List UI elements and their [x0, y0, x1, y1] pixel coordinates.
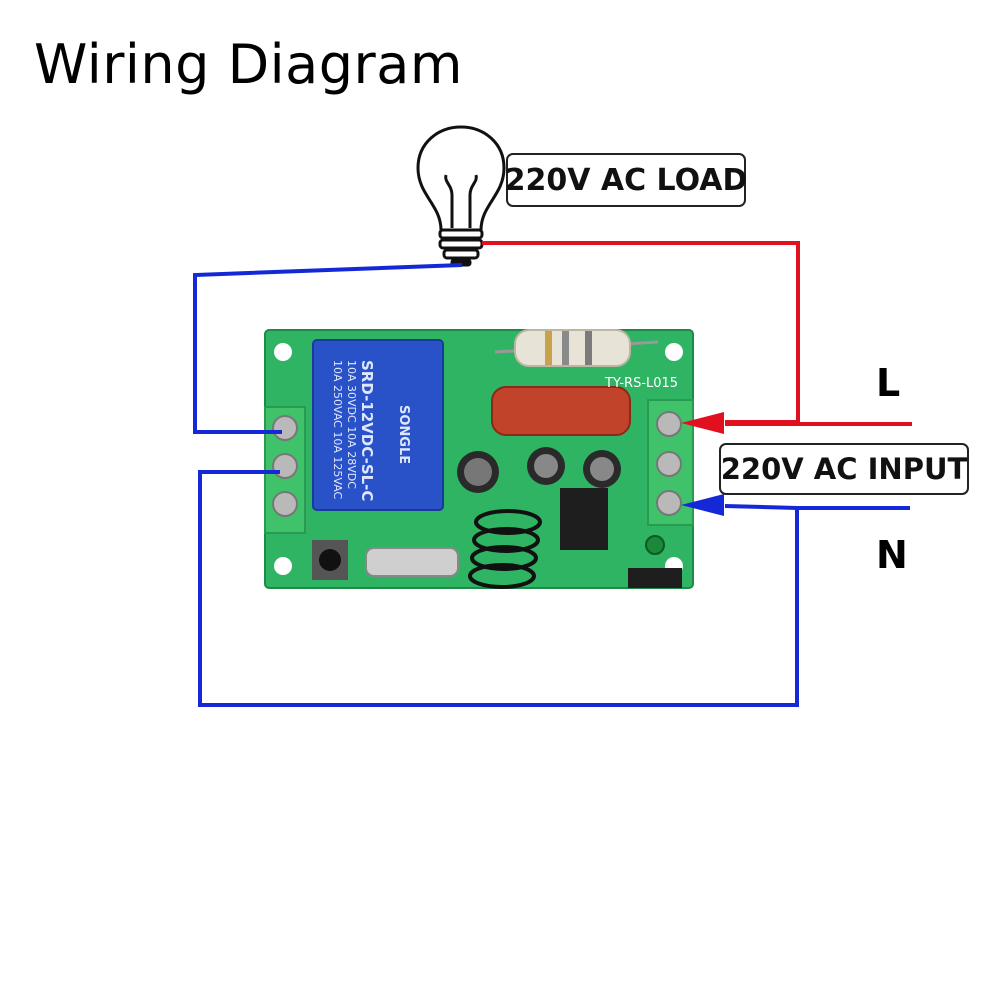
- ic-chip: [560, 488, 608, 550]
- neutral-wire: [193, 263, 910, 707]
- x2-capacitor: [491, 386, 631, 436]
- coil-antenna: [468, 509, 542, 589]
- input-label: 220V AC INPUT: [719, 443, 969, 495]
- led-indicator: [645, 535, 665, 555]
- terminal-screw: [272, 491, 298, 517]
- live-arrow: [681, 412, 724, 434]
- light-bulb-icon: [416, 125, 506, 267]
- terminal-screw: [656, 490, 682, 516]
- push-button: [312, 540, 348, 580]
- diagram-title: Wiring Diagram: [34, 33, 463, 96]
- jumper-header: [628, 568, 682, 588]
- relay-model: SRD-12VDC-SL-C: [358, 360, 376, 501]
- board-model: TY-RS-L015: [604, 376, 678, 391]
- terminal-screw: [656, 451, 682, 477]
- live-line-label: L: [876, 361, 901, 405]
- mounting-hole: [274, 557, 292, 575]
- relay-rating-line-1: 10A 250VAC 10A 125VAC: [331, 360, 344, 500]
- electrolytic-capacitor: [527, 447, 565, 485]
- mounting-hole: [274, 343, 292, 361]
- mounting-hole: [665, 343, 683, 361]
- terminal-screw: [656, 411, 682, 437]
- relay-brand: SONGLE: [396, 405, 411, 464]
- electrolytic-capacitor: [457, 451, 499, 493]
- neutral-line-label: N: [876, 533, 908, 577]
- crystal-oscillator: [365, 547, 459, 577]
- load-label: 220V AC LOAD: [505, 153, 747, 207]
- terminal-screw: [272, 415, 298, 441]
- relay-rating-line-2: 10A 30VDC 10A 28VDC: [345, 360, 358, 489]
- live-wire: [482, 241, 912, 426]
- electrolytic-capacitor: [583, 450, 621, 488]
- resistor: [494, 329, 659, 367]
- relay-module-board: 10A 250VAC 10A 125VAC 10A 30VDC 10A 28VD…: [264, 329, 694, 589]
- terminal-screw: [272, 453, 298, 479]
- neutral-arrow: [681, 494, 724, 516]
- relay: 10A 250VAC 10A 125VAC 10A 30VDC 10A 28VD…: [312, 339, 444, 511]
